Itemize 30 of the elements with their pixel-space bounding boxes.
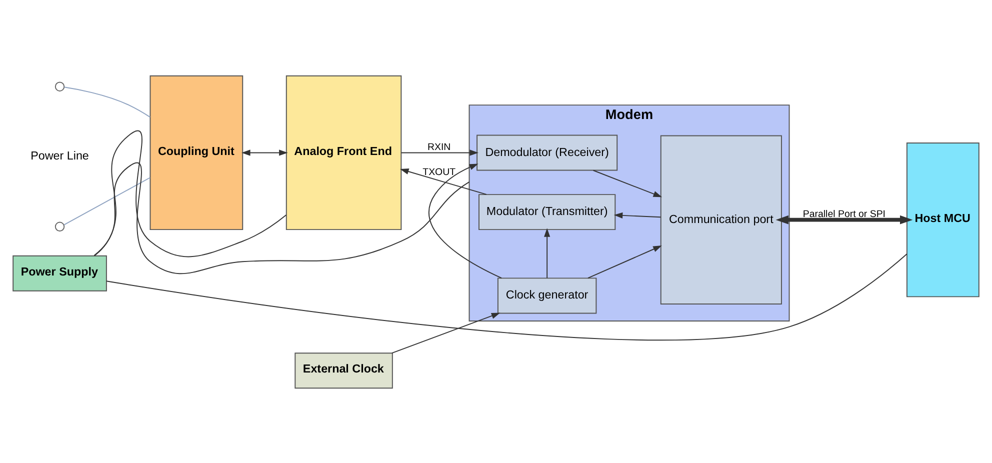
arrow	[587, 245, 662, 278]
edge-label: TXOUT	[422, 166, 456, 178]
label: Power Line	[30, 149, 89, 162]
edge-label: RXIN	[427, 141, 451, 152]
node-circle	[54, 81, 65, 91]
arrow	[592, 169, 662, 197]
arrow	[614, 212, 662, 218]
arrow	[544, 228, 550, 278]
node-box: Power Supply	[12, 254, 107, 291]
edge-label: Parallel Port or SPI	[802, 208, 886, 220]
arrow	[428, 163, 502, 278]
node-circle	[54, 221, 65, 232]
arrow	[242, 149, 288, 156]
node-box: Analog Front End	[286, 74, 402, 230]
connector	[106, 253, 908, 340]
connector	[94, 162, 470, 274]
connector	[64, 86, 151, 118]
node-box: External Clock	[294, 352, 393, 388]
node-box: Host MCU	[906, 142, 980, 297]
connector	[94, 130, 287, 257]
arrow	[400, 168, 487, 194]
connector	[64, 176, 151, 225]
node-box: Modulator (Transmitter)	[478, 194, 616, 230]
arrow	[400, 149, 478, 156]
node-box: Demodulator (Receiver)	[476, 134, 618, 170]
node-box: Clock generator	[497, 277, 597, 314]
node-box: Coupling Unit	[150, 74, 244, 230]
arrow	[776, 214, 913, 224]
arrow	[391, 312, 500, 354]
node-box: Communication port	[660, 134, 782, 304]
